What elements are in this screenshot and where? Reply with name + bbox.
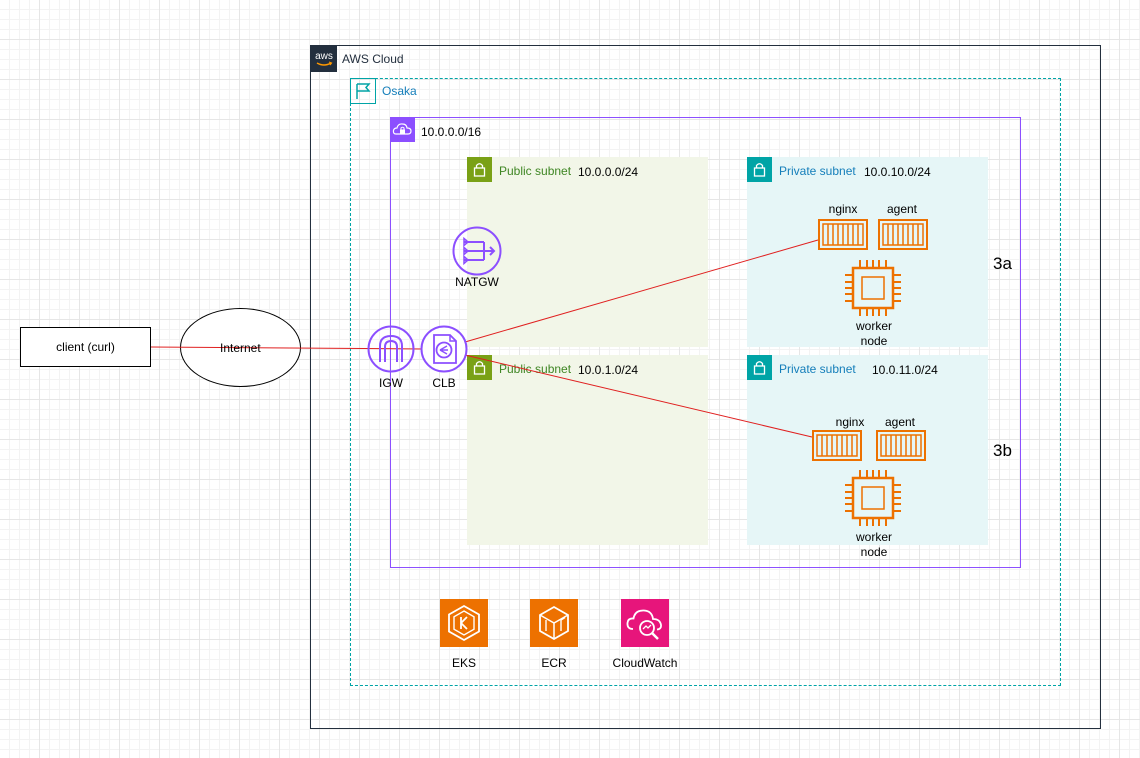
region-group <box>350 78 1061 686</box>
worker-node-b-label-line1: worker <box>855 530 892 544</box>
region-flag-icon <box>350 78 376 104</box>
eks-label: EKS <box>451 656 476 670</box>
public-subnet-b <box>467 355 708 545</box>
aws-cloud-group <box>310 45 1101 729</box>
ec2-instance-chip-icon <box>845 470 901 526</box>
aws-logo-icon: aws <box>311 46 337 72</box>
ecr-icon <box>530 599 578 647</box>
worker-node-a-label-line1: worker <box>855 319 892 333</box>
padlock-icon <box>467 157 492 182</box>
ecr-label: ECR <box>541 656 567 670</box>
az-3a-label: 3a <box>993 254 1012 273</box>
internet-gateway-icon <box>367 325 415 373</box>
agent-b-label: agent <box>884 415 916 429</box>
igw-label: IGW <box>379 376 403 390</box>
eks-icon <box>440 599 488 647</box>
client-label: client (curl) <box>56 340 115 354</box>
container-icon <box>876 430 926 461</box>
container-icon <box>818 219 868 250</box>
container-icon <box>812 430 862 461</box>
client-box[interactable]: client (curl) <box>20 327 151 367</box>
public-subnet-a-cidr: 10.0.0.0/24 <box>578 165 639 179</box>
cloudwatch-label: CloudWatch <box>612 656 678 670</box>
private-subnet-a-cidr: 10.0.10.0/24 <box>864 165 931 179</box>
ec2-instance-chip-icon <box>845 260 901 316</box>
public-subnet-b-label: Public subnet <box>499 362 572 376</box>
svg-text:aws: aws <box>315 51 333 62</box>
public-subnet-a <box>467 157 708 347</box>
nginx-b-label: nginx <box>835 415 865 429</box>
classic-load-balancer-icon <box>420 325 468 373</box>
private-subnet-b-label: Private subnet <box>779 362 856 376</box>
padlock-icon <box>467 355 492 380</box>
cloudwatch-icon <box>621 599 669 647</box>
padlock-icon <box>747 157 772 182</box>
aws-cloud-label: AWS Cloud <box>342 52 404 66</box>
worker-node-a-label-line2: node <box>860 334 888 348</box>
agent-a-label: agent <box>886 202 918 216</box>
vpc-cloud-lock-icon <box>390 117 415 142</box>
az-3b-label: 3b <box>993 441 1012 460</box>
private-subnet-b-cidr: 10.0.11.0/24 <box>872 363 938 377</box>
padlock-icon <box>747 355 772 380</box>
public-subnet-a-label: Public subnet <box>499 164 572 178</box>
region-label: Osaka <box>382 84 417 98</box>
vpc-group <box>390 117 1021 568</box>
worker-node-b-label-line2: node <box>860 545 888 559</box>
nat-gateway-icon <box>452 226 502 276</box>
internet-label: Internet <box>220 341 261 355</box>
vpc-cidr-label: 10.0.0.0/16 <box>421 125 482 139</box>
clb-label: CLB <box>432 376 456 390</box>
container-icon <box>878 219 928 250</box>
natgw-label: NATGW <box>455 275 499 289</box>
public-subnet-b-cidr: 10.0.1.0/24 <box>578 363 639 377</box>
private-subnet-a-label: Private subnet <box>779 164 856 178</box>
nginx-a-label: nginx <box>828 202 858 216</box>
